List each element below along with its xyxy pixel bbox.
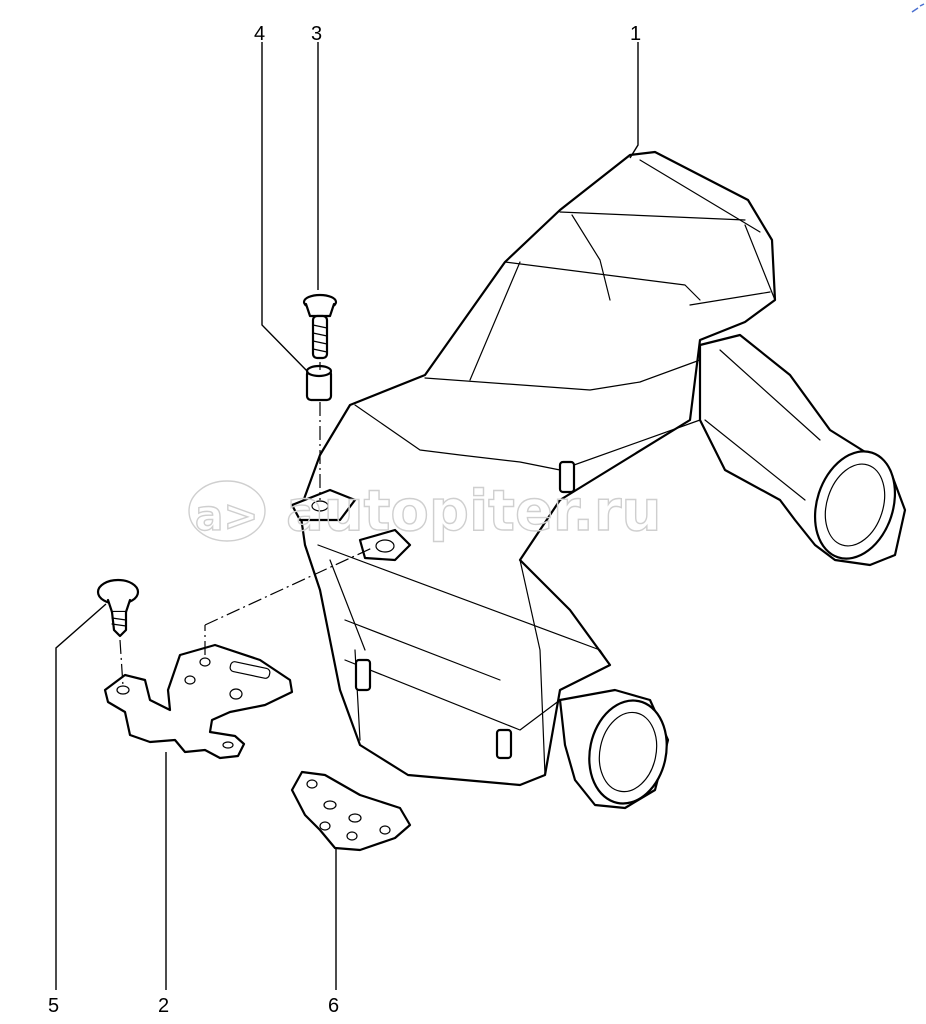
callout-5: 5 [48, 995, 59, 1017]
intake-duct [698, 333, 907, 567]
watermark-logo-icon [188, 480, 266, 542]
outlet-spout [558, 688, 670, 810]
bolt-3 [302, 293, 338, 360]
callout-4: 4 [254, 23, 265, 45]
callout-6: 6 [328, 995, 339, 1017]
assembly-axes [119, 362, 373, 687]
callout-3: 3 [311, 23, 322, 45]
watermark-text: autopiter.ru [286, 479, 661, 544]
callout-labels: 1 2 3 4 5 6 [48, 23, 641, 1017]
corner-mark-icon [911, 3, 925, 13]
screw-5 [96, 578, 140, 638]
bracket-6 [290, 770, 412, 852]
bracket-2 [103, 643, 294, 760]
watermark-logo-mark: a> [195, 491, 259, 540]
callout-1: 1 [630, 23, 641, 45]
callout-2: 2 [158, 995, 169, 1017]
watermark: a> autopiter.ru [188, 478, 662, 545]
spacer-sleeve-4 [305, 364, 333, 402]
leader-lines [55, 42, 639, 990]
air-filter-housing [290, 150, 777, 787]
